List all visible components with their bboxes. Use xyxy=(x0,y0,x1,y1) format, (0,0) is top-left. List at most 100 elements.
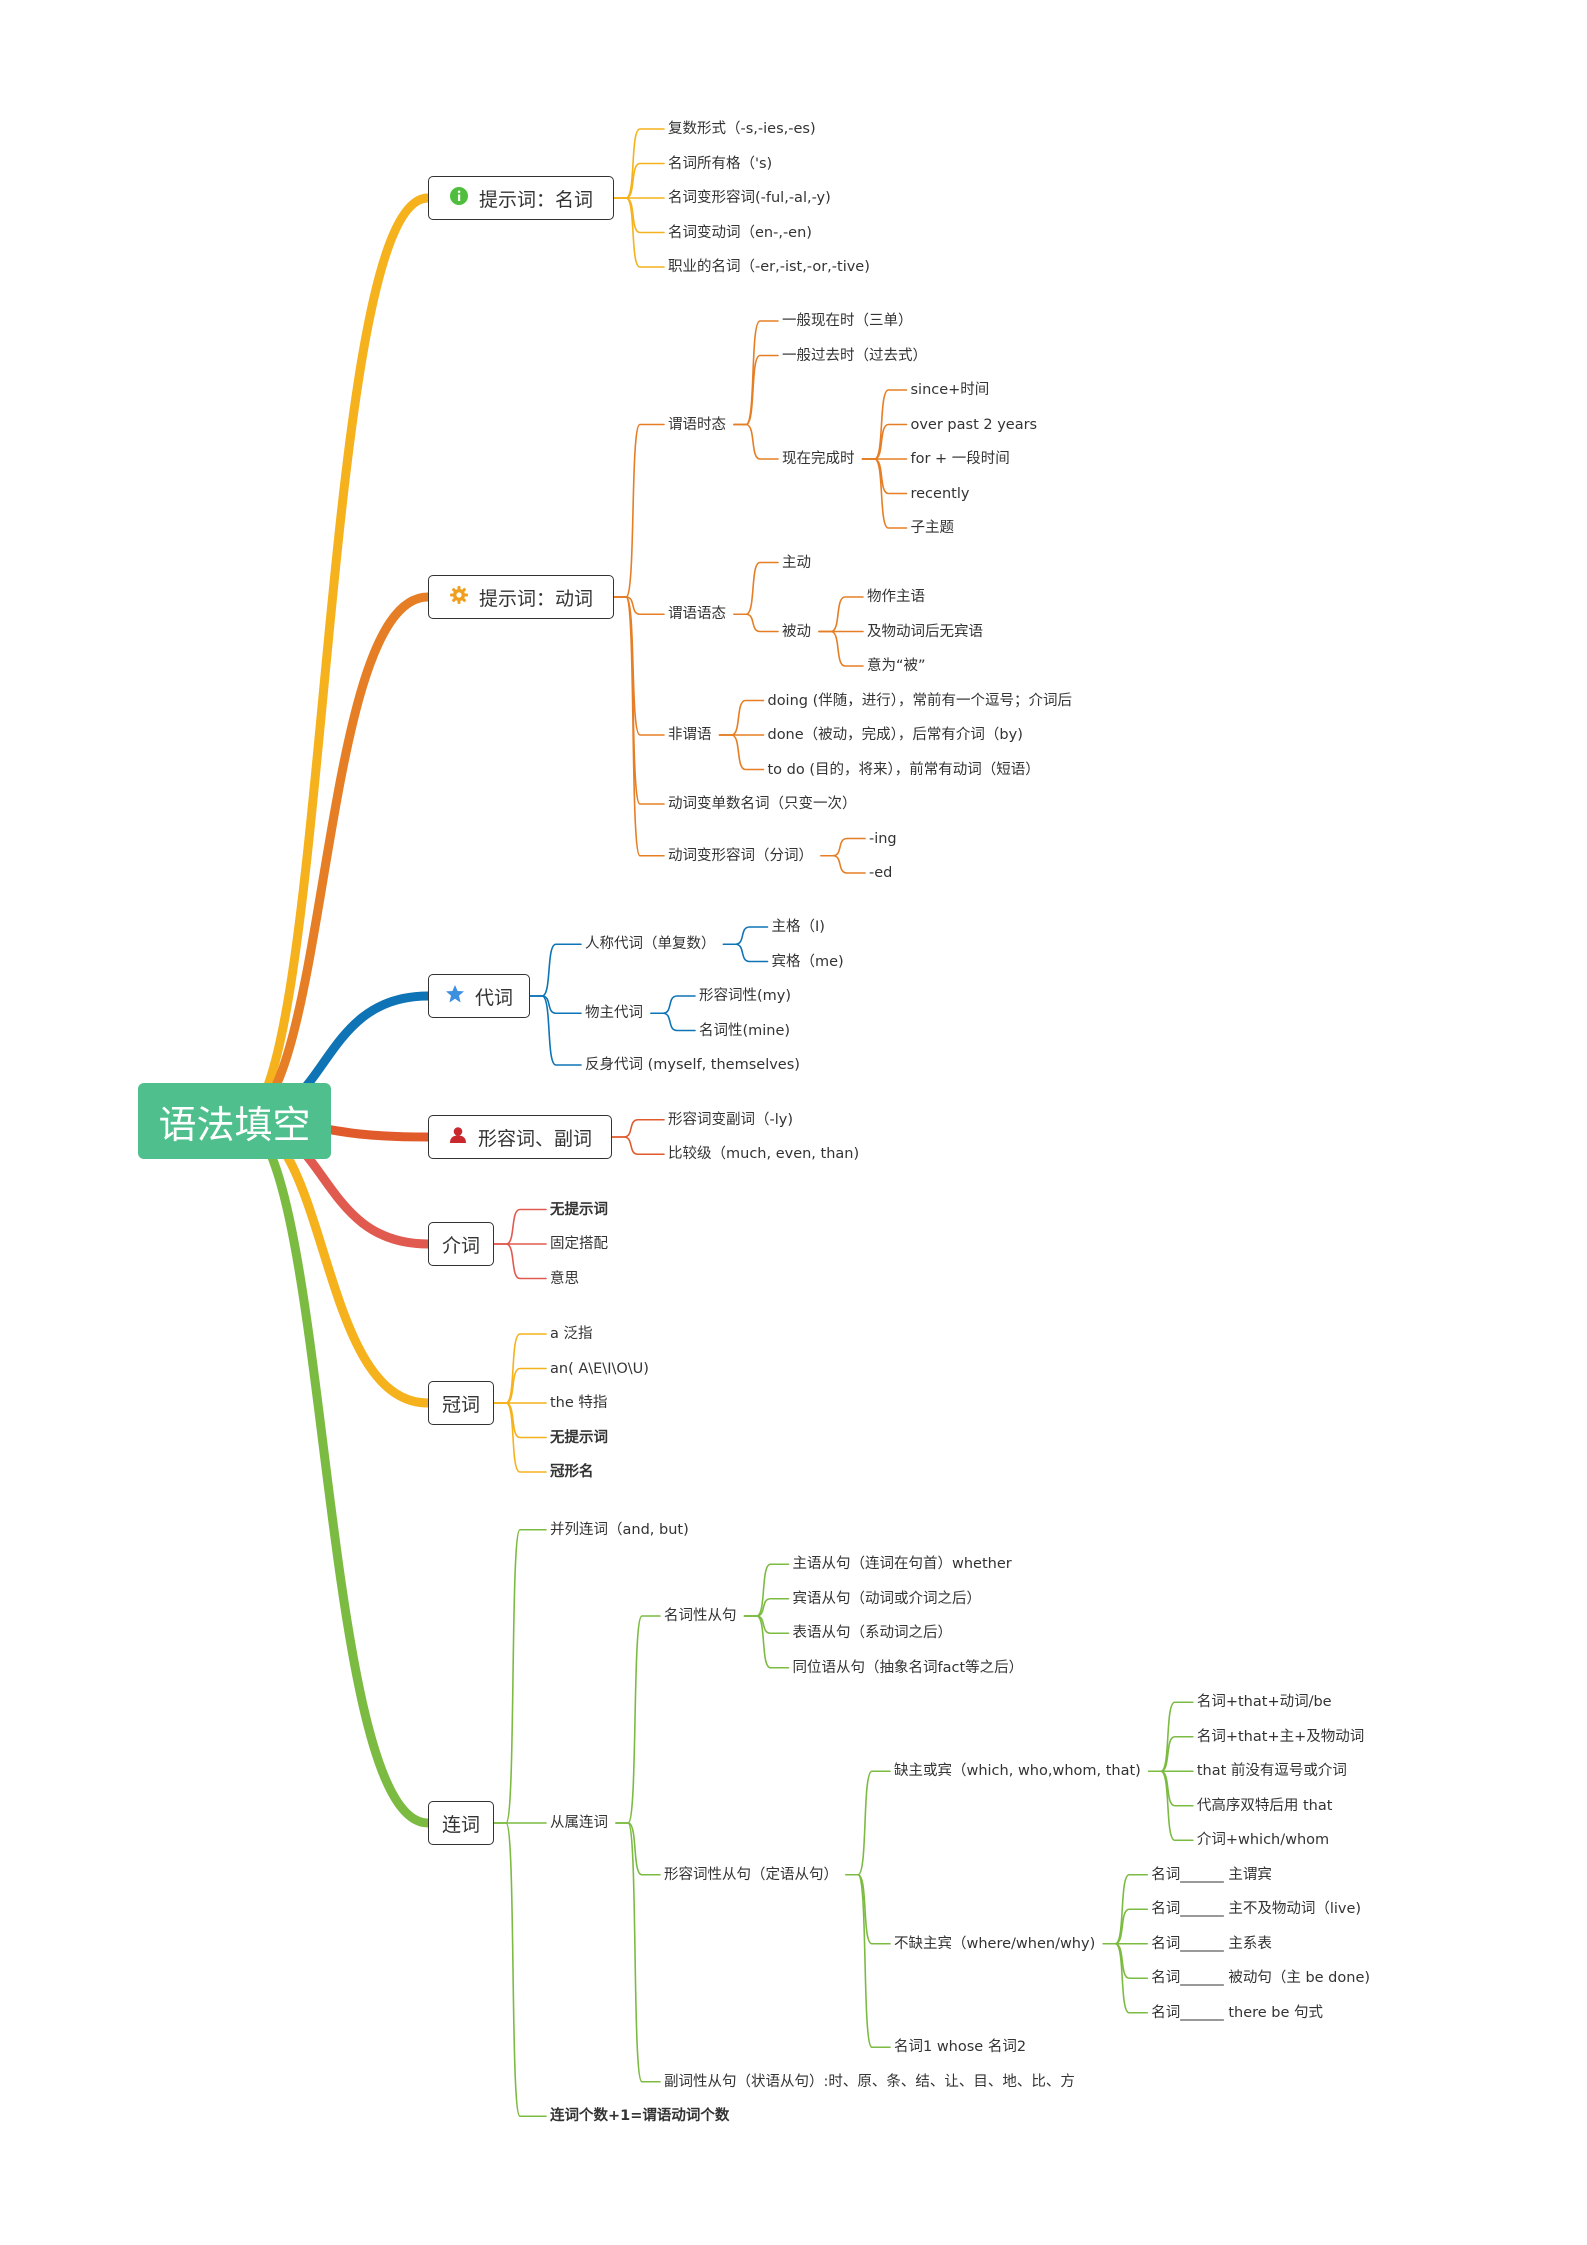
connector-line xyxy=(1102,1942,1149,1980)
connector-line xyxy=(820,854,866,874)
topic-leaf[interactable]: 冠形名 xyxy=(550,1464,594,1480)
connector-line xyxy=(529,995,582,1066)
topic-leaf[interactable]: 名词变形容词(-ful,-al,-y) xyxy=(668,190,831,206)
connector-line xyxy=(733,561,779,616)
topic-leaf[interactable]: 名词______ 被动句（主 be done) xyxy=(1151,1970,1371,1987)
topic-leaf[interactable]: 动词变单数名词（只变一次） xyxy=(668,796,857,812)
topic-leaf[interactable]: 宾语从句（动词或介词之后） xyxy=(792,1590,981,1607)
topic-leaf[interactable]: for + 一段时间 xyxy=(910,451,1010,467)
topic-leaf[interactable]: 副词性从句（状语从句）:时、原、条、结、让、目、地、比、方 xyxy=(663,2073,1075,2090)
topic-leaf[interactable]: the 特指 xyxy=(550,1395,608,1411)
topic-leaf[interactable]: 介词+which/whom xyxy=(1196,1832,1330,1849)
topic-leaf[interactable]: 意为“被” xyxy=(866,658,926,674)
topic-leaf[interactable]: 表语从句（系动词之后） xyxy=(792,1625,952,1642)
topic-leaf[interactable]: 同位语从句（抽象名词fact等之后） xyxy=(792,1659,1024,1676)
topic-leaf[interactable]: 宾格（me) xyxy=(771,953,844,970)
connector-line xyxy=(613,596,665,857)
topic-leaf[interactable]: 非谓语 xyxy=(668,727,712,743)
topic-leaf[interactable]: an( A\E\I\O\U) xyxy=(550,1360,649,1377)
topic-leaf[interactable]: 人称代词（单复数） xyxy=(585,936,716,953)
topic-leaf[interactable]: 代高序双特后用 that xyxy=(1196,1797,1333,1814)
connector-line xyxy=(818,596,864,633)
topic-leaf[interactable]: 无提示词 xyxy=(550,1201,608,1218)
topic-leaf[interactable]: doing (伴随，进行），常前有一个逗号；介词后 xyxy=(767,692,1072,709)
topic-pronoun[interactable]: 代词 xyxy=(428,974,530,1018)
connector-line xyxy=(861,458,908,495)
topic-leaf[interactable]: 主动 xyxy=(781,554,811,571)
topic-leaf[interactable]: 主格（I) xyxy=(771,919,825,935)
topic-leaf[interactable]: 复数形式（-s,-ies,-es) xyxy=(668,121,816,137)
topic-leaf[interactable]: 名词______ 主谓宾 xyxy=(1151,1866,1272,1883)
topic-leaf[interactable]: 一般现在时（三单） xyxy=(781,313,913,329)
connector-line xyxy=(613,197,665,268)
topic-leaf[interactable]: 一般过去时（过去式） xyxy=(781,347,927,364)
connector-line xyxy=(493,1822,547,2118)
topic-leaf[interactable]: 固定搭配 xyxy=(550,1236,608,1252)
connector-line xyxy=(613,162,665,199)
topic-conjunction[interactable]: 连词 xyxy=(428,1801,494,1845)
topic-leaf[interactable]: 形容词性从句（定语从句） xyxy=(663,1866,838,1883)
topic-label: 冠词 xyxy=(441,1393,480,1416)
connector-line xyxy=(493,1402,547,1439)
topic-leaf[interactable]: 物主代词 xyxy=(585,1005,643,1022)
connector-line xyxy=(493,1208,547,1245)
topic-leaf[interactable]: 物作主语 xyxy=(866,589,925,605)
topic-leaf[interactable]: 并列连词（and, but) xyxy=(550,1521,689,1538)
main-branch-line xyxy=(235,1116,433,1828)
topic-leaf[interactable]: 动词变形容词（分词） xyxy=(668,847,813,864)
topic-leaf[interactable]: 名词+that+主+及物动词 xyxy=(1196,1728,1365,1745)
topic-leaf[interactable]: since+时间 xyxy=(910,382,990,398)
topic-leaf[interactable]: 形容词变副词（-ly) xyxy=(668,1111,793,1128)
topic-leaf[interactable]: 谓语时态 xyxy=(668,416,726,433)
connector-line xyxy=(743,1597,790,1617)
topic-leaf[interactable]: 及物动词后无宾语 xyxy=(866,623,983,640)
topic-leaf[interactable]: 现在完成时 xyxy=(781,451,855,467)
topic-leaf[interactable]: -ing xyxy=(868,830,897,847)
topic-leaf[interactable]: 名词+that+动词/be xyxy=(1196,1694,1332,1711)
topic-leaf[interactable]: 从属连词 xyxy=(550,1815,608,1831)
topic-leaf[interactable]: that 前没有逗号或介词 xyxy=(1196,1763,1347,1780)
topic-leaf[interactable]: 连词个数+1=谓语动词个数 xyxy=(550,2108,730,2125)
topic-leaf[interactable]: 名词1 whose 名词2 xyxy=(893,2039,1027,2056)
topic-leaf[interactable]: over past 2 years xyxy=(910,416,1038,433)
topic-leaf[interactable]: 无提示词 xyxy=(550,1429,608,1446)
topic-verb-hint[interactable]: 提示词：动词 xyxy=(428,575,614,619)
topic-leaf[interactable]: a 泛指 xyxy=(550,1326,593,1342)
topic-leaf[interactable]: 子主题 xyxy=(910,520,954,536)
topic-leaf[interactable]: 名词变动词（en-,-en) xyxy=(668,224,812,241)
root-node[interactable]: 语法填空 xyxy=(138,1083,331,1159)
topic-leaf[interactable]: -ed xyxy=(868,865,893,881)
topic-label: 介词 xyxy=(441,1234,480,1257)
topic-leaf[interactable]: 被动 xyxy=(781,623,811,640)
connector-line xyxy=(818,630,864,667)
topic-leaf[interactable]: to do (目的，将来），前常有动词（短语） xyxy=(767,761,1040,778)
connector-line xyxy=(733,423,779,460)
topic-leaf[interactable]: 主语从句（连词在句首）whether xyxy=(792,1556,1012,1573)
topic-leaf[interactable]: 形容词性(my) xyxy=(698,988,792,1004)
topic-leaf[interactable]: 比较级（much, even, than) xyxy=(668,1146,860,1163)
topic-leaf[interactable]: 不缺主宾（where/when/why) xyxy=(893,1935,1096,1952)
connector-line xyxy=(845,1770,891,1876)
topic-leaf[interactable]: recently xyxy=(910,485,970,502)
topic-leaf[interactable]: 名词______ 主不及物动词（live) xyxy=(1151,1901,1362,1918)
topic-leaf[interactable]: 名词性从句 xyxy=(663,1608,737,1624)
topic-preposition[interactable]: 介词 xyxy=(428,1222,494,1266)
connector-line xyxy=(733,354,779,426)
topic-adjective-adverb[interactable]: 形容词、副词 xyxy=(428,1115,612,1159)
topic-leaf[interactable]: done（被动，完成），后常有介词（by) xyxy=(767,727,1023,743)
connector-line xyxy=(861,458,908,529)
topic-leaf[interactable]: 名词性(mine) xyxy=(698,1022,791,1039)
connector-line xyxy=(611,1118,665,1138)
topic-leaf[interactable]: 名词______ 主系表 xyxy=(1151,1935,1272,1952)
topic-leaf[interactable]: 缺主或宾（which, who,whom, that) xyxy=(893,1763,1141,1780)
connector-line xyxy=(615,1822,661,1876)
topic-leaf[interactable]: 名词所有格（'s) xyxy=(668,155,773,172)
topic-leaf[interactable]: 职业的名词（-er,-ist,-or,-tive) xyxy=(668,259,870,275)
topic-leaf[interactable]: 名词______ there be 句式 xyxy=(1151,2004,1324,2021)
connector-line xyxy=(529,995,582,1015)
topic-article[interactable]: 冠词 xyxy=(428,1381,494,1425)
topic-leaf[interactable]: 意思 xyxy=(550,1270,579,1287)
topic-leaf[interactable]: 反身代词 (myself, themselves) xyxy=(585,1057,800,1073)
topic-noun-hint[interactable]: 提示词：名词 xyxy=(428,176,614,220)
topic-leaf[interactable]: 谓语语态 xyxy=(668,606,726,623)
